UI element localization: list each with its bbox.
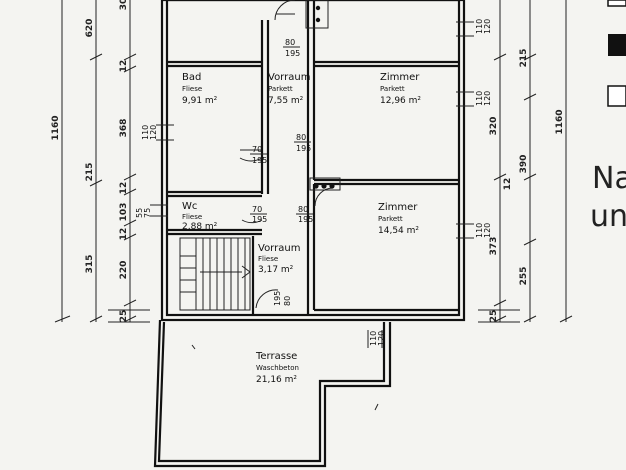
svg-text:195: 195 [273,291,282,306]
room-floor: Fliese [182,213,202,221]
svg-text:195: 195 [285,49,300,58]
right-dimensions: 1160 215 320 390 373 255 25 12 215 [478,0,573,323]
legend: Na und [590,0,626,234]
dim-left-12c: 12 [119,228,129,241]
svg-text:120: 120 [483,91,492,106]
room-name: Zimmer [380,72,420,83]
door-label: 80 195 [283,38,300,58]
window-label: 110 120 [141,125,158,140]
room-name: Terrasse [255,351,297,362]
svg-text:55: 55 [135,208,144,218]
room-vorraum-upper: Vorraum Parkett 7,55 m² [268,72,310,106]
svg-text:120: 120 [483,223,492,238]
svg-text:120: 120 [149,125,158,140]
svg-text:80: 80 [296,133,306,142]
room-area: 14,54 m² [378,226,419,236]
door-label: 80 195 [296,205,313,224]
staircase [179,237,251,311]
dim-left-outer: 1160 [51,115,61,140]
dim-left-103: 103 [119,203,129,222]
dim-left-368: 368 [119,119,129,138]
dim-left-215: 215 [85,163,95,182]
svg-text:75: 75 [143,208,152,218]
dim-right-390: 390 [519,155,529,174]
dim-right-outer: 1160 [555,109,565,134]
room-name: Zimmer [378,202,418,213]
legend-swatch-black [608,34,626,56]
room-floor: Parkett [268,85,293,93]
dim-left-620: 620 [85,19,95,38]
room-floor: Parkett [380,85,405,93]
window-markers [150,21,474,348]
svg-text:110: 110 [141,125,150,140]
svg-text:70: 70 [252,205,262,214]
svg-text:195: 195 [296,144,311,153]
room-floor: Waschbeton [256,364,299,372]
svg-text:110: 110 [475,19,484,34]
room-zimmer-lower: Zimmer Parkett 14,54 m² [378,202,419,236]
door-label: 80 195 [294,133,311,153]
left-dimensions: 1160 620 215 315 12 368 12 103 12 220 25… [51,0,150,323]
svg-text:80: 80 [298,205,308,214]
svg-text:110: 110 [475,91,484,106]
dim-right-255: 255 [519,267,529,286]
dim-left-220: 220 [119,261,129,280]
dim-left-12b: 12 [119,182,129,195]
svg-text:195: 195 [252,215,267,224]
room-name: Vorraum [258,243,300,254]
legend-text-line1: Na [592,161,626,196]
door-label: 80 195 [273,291,292,306]
legend-text-line2: und [590,199,626,234]
room-floor: Fliese [258,255,278,263]
svg-text:195: 195 [252,156,267,165]
room-area: 3,17 m² [258,265,294,275]
svg-text:80: 80 [283,296,292,306]
svg-text:120: 120 [377,331,386,346]
svg-text:110: 110 [475,223,484,238]
dim-right-320: 320 [489,117,499,136]
door-swings [239,0,341,309]
room-terrasse: Terrasse Waschbeton 21,16 m² [255,351,299,385]
svg-text:70: 70 [252,145,262,154]
room-area: 12,96 m² [380,96,421,106]
terrace-outline [153,319,392,468]
dim-right-25: 25 [489,310,499,323]
dim-left-25: 25 [119,310,129,323]
room-floor: Parkett [378,215,403,223]
dim-left-30: 30 [119,0,129,10]
dim-left-315: 315 [85,255,95,274]
room-area: 9,91 m² [182,96,218,106]
legend-swatch-white-top [607,0,626,7]
room-wc: Wc Fliese 2,88 m² [182,201,218,232]
window-label: 110 120 [475,91,492,106]
room-floor: Fliese [182,85,202,93]
legend-swatch-white [607,85,626,107]
svg-text:195: 195 [298,215,313,224]
dim-right-215: 215 [519,49,529,68]
room-bad: Bad Fliese 9,91 m² [182,72,218,106]
door-label: 70 195 [250,145,267,165]
walls [160,0,466,322]
room-vorraum-lower: Vorraum Fliese 3,17 m² [258,243,300,275]
dim-left-12a: 12 [119,60,129,73]
room-area: 7,55 m² [268,96,304,106]
room-area: 21,16 m² [256,375,297,385]
room-name: Wc [182,201,197,212]
door-label: 70 195 [250,205,267,224]
svg-text:120: 120 [483,19,492,34]
dim-right-12: 12 [503,178,513,191]
svg-text:80: 80 [285,38,295,47]
window-label: 110 120 [475,223,492,238]
room-name: Vorraum [268,72,310,83]
room-name: Bad [182,72,201,83]
window-label: 110 120 [475,19,492,34]
room-area: 2,88 m² [182,222,218,232]
room-zimmer-upper: Zimmer Parkett 12,96 m² [380,72,421,106]
svg-text:110: 110 [369,331,378,346]
dim-right-373: 373 [489,237,499,256]
window-label: 110 120 [369,331,386,346]
window-label: 55 75 [135,208,152,218]
